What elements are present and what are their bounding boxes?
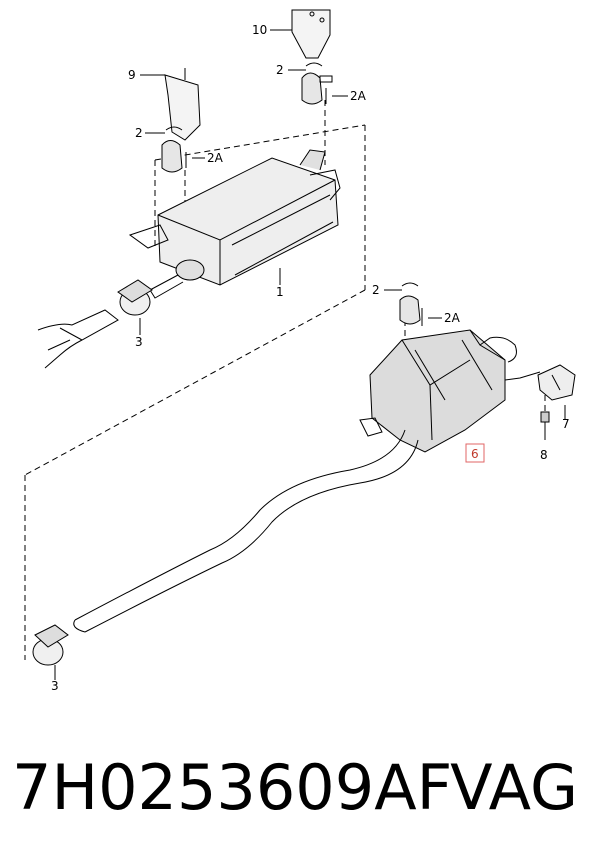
rubber-mount-right — [384, 282, 442, 326]
rubber-mount-top — [288, 62, 348, 105]
exhaust-diagram: 10 2 2A 9 2 2A 1 3 2 2A 6 7 8 3 — [24, 9, 576, 693]
callout-2a-right: 2A — [444, 311, 461, 325]
rear-muffler — [359, 329, 541, 453]
pipe-clamp-bottom — [32, 624, 69, 680]
callout-9: 9 — [128, 68, 136, 82]
part-number: 7H0253609AF — [12, 751, 453, 824]
callout-8: 8 — [540, 448, 548, 462]
pipe-clamp-top — [117, 279, 153, 335]
rear-hanger-bracket — [537, 364, 576, 420]
rubber-mount-left — [145, 126, 205, 173]
callout-6: 6 — [471, 447, 479, 461]
front-pipe-section — [37, 309, 119, 369]
callout-2-right: 2 — [372, 283, 380, 297]
intermediate-pipe — [73, 429, 419, 633]
callout-1: 1 — [276, 285, 284, 299]
part-6-highlight-box — [465, 443, 485, 463]
callout-2-top: 2 — [276, 63, 284, 77]
callout-7: 7 — [562, 417, 570, 431]
callout-3-bottom: 3 — [51, 679, 59, 693]
hanger-bracket-9 — [140, 68, 201, 141]
front-muffler — [128, 149, 341, 299]
callout-3-top: 3 — [135, 335, 143, 349]
callout-2a-left: 2A — [207, 151, 224, 165]
footer: 7H0253609AF VAG — [0, 738, 600, 838]
callout-2a-top: 2A — [350, 89, 367, 103]
bolt-8 — [540, 411, 550, 440]
callout-2-left: 2 — [135, 126, 143, 140]
callout-10: 10 — [252, 23, 267, 37]
brand-label: VAG — [450, 751, 578, 824]
hanger-bracket-10 — [270, 9, 331, 59]
